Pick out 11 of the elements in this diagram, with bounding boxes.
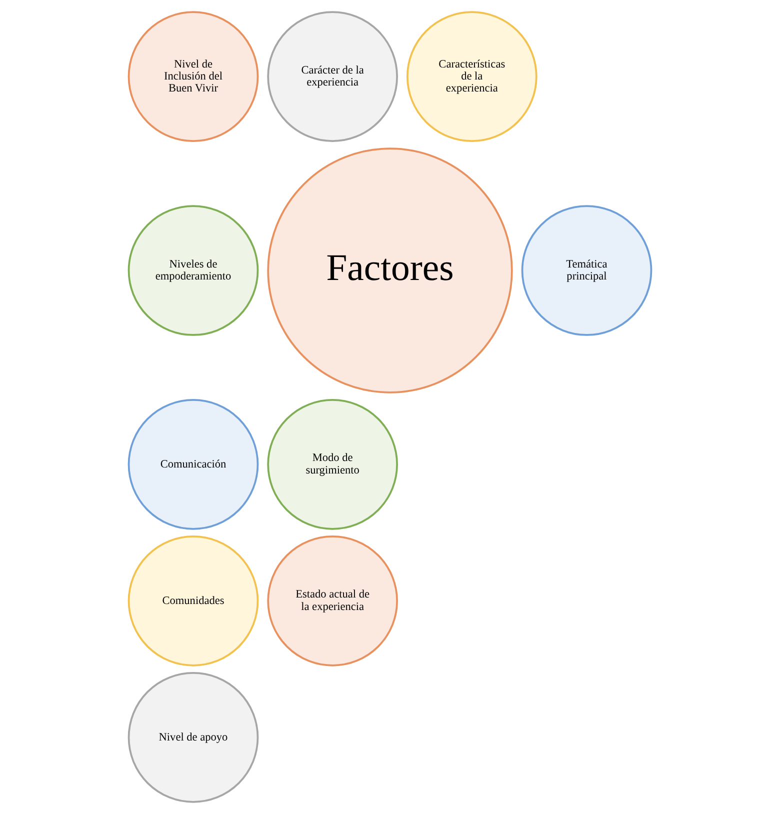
node-circle: Temática principal	[521, 205, 652, 336]
node-circle: Características de la experiencia	[406, 11, 538, 142]
node-circle: Factores	[267, 148, 513, 394]
node-circle: Comunicación	[128, 399, 259, 530]
node-circle: Estado actual de la experiencia	[267, 536, 398, 666]
node-circle: Nivel de apoyo	[128, 672, 259, 803]
node-circle: Nivel de Inclusión del Buen Vivir	[128, 11, 259, 142]
node-circle: Modo de surgimiento	[267, 399, 398, 530]
node-circle: Niveles de empoderamiento	[128, 205, 259, 336]
node-circle: Comunidades	[128, 536, 259, 666]
node-circle: Carácter de la experiencia	[267, 11, 398, 142]
